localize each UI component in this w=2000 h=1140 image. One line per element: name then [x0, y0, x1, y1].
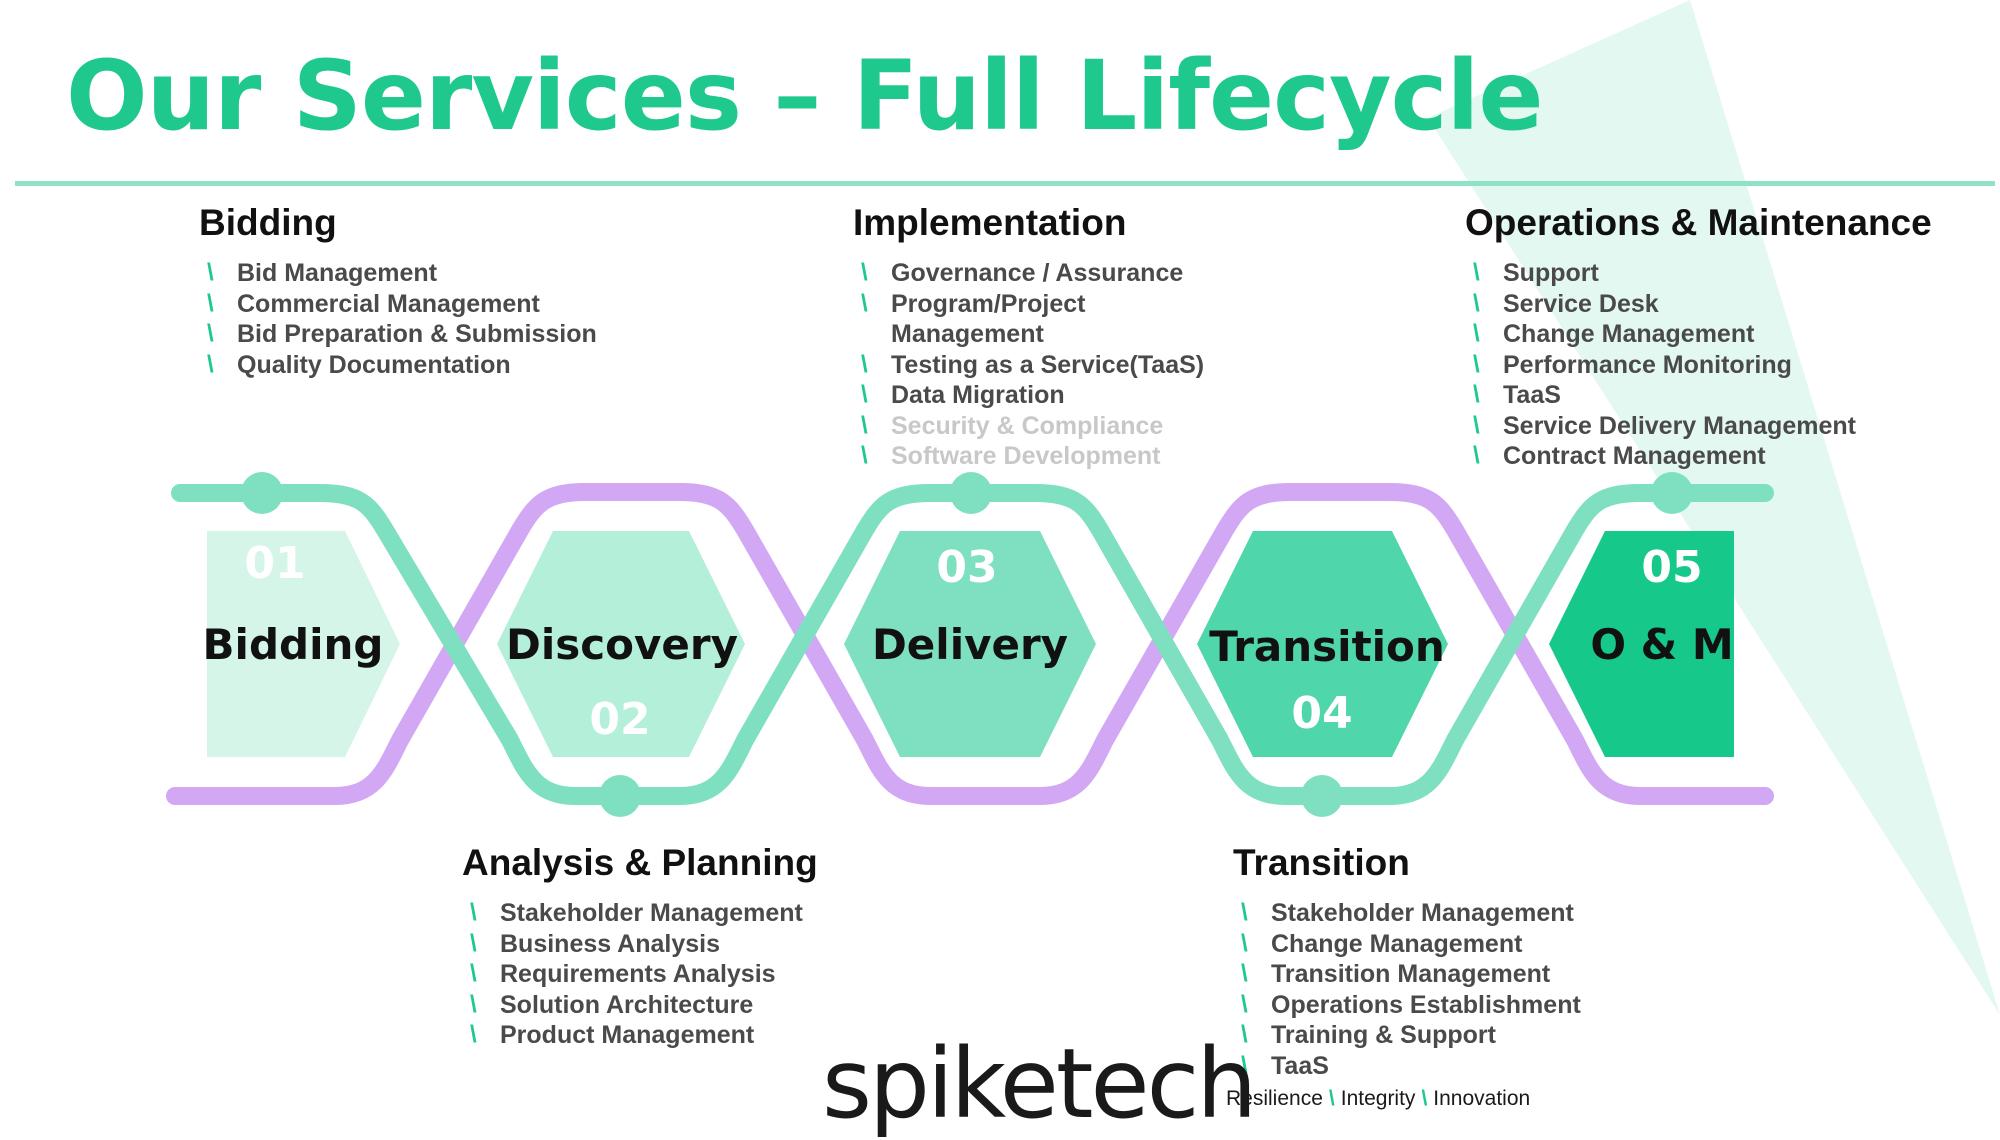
- list-item: Management: [891, 320, 1044, 348]
- tick-icon: \: [861, 411, 868, 439]
- list-item: \Stakeholder Management: [470, 899, 803, 927]
- hexagon-stage-04: [1197, 531, 1448, 757]
- list-item: \Testing as a Service(TaaS): [861, 350, 1205, 379]
- list-item: \Program/Project: [861, 289, 1086, 318]
- tick-icon: \: [470, 899, 477, 926]
- tick-icon: \: [470, 990, 477, 1018]
- tick-icon: \: [207, 259, 214, 286]
- tick-icon: \: [1241, 1021, 1248, 1048]
- tick-icon: \: [1241, 929, 1248, 957]
- list-item: \Software Development: [861, 442, 1161, 470]
- stage-label-01: Bidding: [202, 620, 384, 669]
- list-item: \Requirements Analysis: [470, 960, 776, 988]
- logo-tagline: Resilience\Integrity\Innovation: [1226, 1087, 1531, 1110]
- tick-icon: \: [861, 259, 868, 286]
- page-title: Our Services – Full Lifecycle: [66, 40, 1544, 152]
- tick-icon: \: [1328, 1087, 1335, 1110]
- tick-icon: \: [207, 350, 214, 378]
- node-dot: [950, 472, 992, 514]
- tick-icon: \: [861, 350, 868, 378]
- tick-icon: \: [470, 929, 477, 957]
- node-dot: [241, 472, 283, 514]
- list-item: \Change Management: [1241, 929, 1523, 958]
- list-item: \Quality Documentation: [207, 350, 511, 379]
- tick-icon: \: [1241, 899, 1248, 926]
- tick-icon: \: [1241, 960, 1248, 987]
- section-implementation: Implementation \Governance / Assurance \…: [853, 202, 1204, 472]
- list-item: \Service Desk: [1473, 289, 1659, 318]
- list-item: \Operations Establishment: [1241, 990, 1581, 1019]
- list-item: \Bid Preparation & Submission: [207, 320, 597, 348]
- list-item: \Business Analysis: [470, 929, 721, 958]
- stage-label-03: Delivery: [871, 620, 1069, 669]
- section-analysis: Analysis & Planning \Stakeholder Managem…: [462, 842, 818, 1051]
- list-item: \Bid Management: [207, 259, 438, 287]
- list-item: \TaaS: [1241, 1051, 1329, 1080]
- tick-icon: \: [1421, 1087, 1428, 1110]
- stage-label-04: Transition: [1209, 622, 1445, 671]
- section-heading: Operations & Maintenance: [1465, 202, 1932, 243]
- hexagon-stage-02: [497, 531, 745, 757]
- section-heading: Implementation: [853, 202, 1127, 243]
- stage-number-01: 01: [244, 538, 306, 589]
- stage-number-04: 04: [1291, 688, 1353, 739]
- hexagon-stage-01: [207, 531, 400, 757]
- tick-icon: \: [861, 289, 868, 317]
- list-item: \Training & Support: [1241, 1021, 1496, 1049]
- tick-icon: \: [1473, 259, 1480, 286]
- section-heading: Analysis & Planning: [462, 842, 818, 883]
- hexagon-stage-03: [844, 531, 1096, 757]
- list-item: \Contract Management: [1473, 442, 1766, 470]
- tick-icon: \: [207, 320, 214, 347]
- section-operations: Operations & Maintenance \Support \Servi…: [1465, 202, 1932, 472]
- list-item: \Product Management: [470, 1021, 755, 1049]
- tick-icon: \: [1241, 1051, 1248, 1079]
- stage-number-02: 02: [589, 694, 651, 745]
- node-dot: [1651, 472, 1693, 514]
- list-item: \Solution Architecture: [470, 990, 754, 1019]
- tick-icon: \: [1473, 350, 1480, 378]
- tick-icon: \: [1473, 442, 1480, 469]
- list-item: \Transition Management: [1241, 960, 1551, 988]
- tick-icon: \: [861, 442, 868, 469]
- list-item: \TaaS: [1473, 381, 1561, 409]
- stage-label-05: O & M: [1590, 620, 1734, 669]
- section-heading: Transition: [1233, 842, 1410, 883]
- tick-icon: \: [470, 960, 477, 987]
- list-item: \Change Management: [1473, 320, 1755, 348]
- tick-icon: \: [861, 381, 868, 408]
- list-item: \Performance Monitoring: [1473, 350, 1792, 379]
- list-item: \Service Delivery Management: [1473, 411, 1856, 440]
- hexagon-stage-05: [1549, 531, 1734, 757]
- stage-number-03: 03: [936, 542, 998, 593]
- stage-label-02: Discovery: [506, 620, 738, 669]
- list-item: \Security & Compliance: [861, 411, 1164, 440]
- node-dot: [1301, 775, 1343, 817]
- section-bidding: Bidding \Bid Management \Commercial Mana…: [199, 202, 597, 380]
- tick-icon: \: [1473, 381, 1480, 408]
- list-item: \Data Migration: [861, 381, 1065, 409]
- stage-number-05: 05: [1641, 542, 1703, 593]
- list-item: \Support: [1473, 259, 1599, 287]
- list-item: \Commercial Management: [207, 289, 540, 318]
- node-dot: [599, 775, 641, 817]
- title-divider: [15, 181, 1995, 186]
- tick-icon: \: [1241, 990, 1248, 1018]
- tick-icon: \: [207, 289, 214, 317]
- list-item: \Stakeholder Management: [1241, 899, 1574, 927]
- tick-icon: \: [1473, 289, 1480, 317]
- list-item: \Governance / Assurance: [861, 259, 1184, 287]
- tick-icon: \: [1473, 411, 1480, 439]
- spiketech-logo: spiketech: [822, 1028, 1257, 1140]
- section-heading: Bidding: [199, 202, 337, 243]
- purple-strand: [166, 483, 1774, 805]
- tick-icon: \: [1473, 320, 1480, 347]
- tick-icon: \: [470, 1021, 477, 1048]
- section-transition: Transition \Stakeholder Management \Chan…: [1233, 842, 1581, 1081]
